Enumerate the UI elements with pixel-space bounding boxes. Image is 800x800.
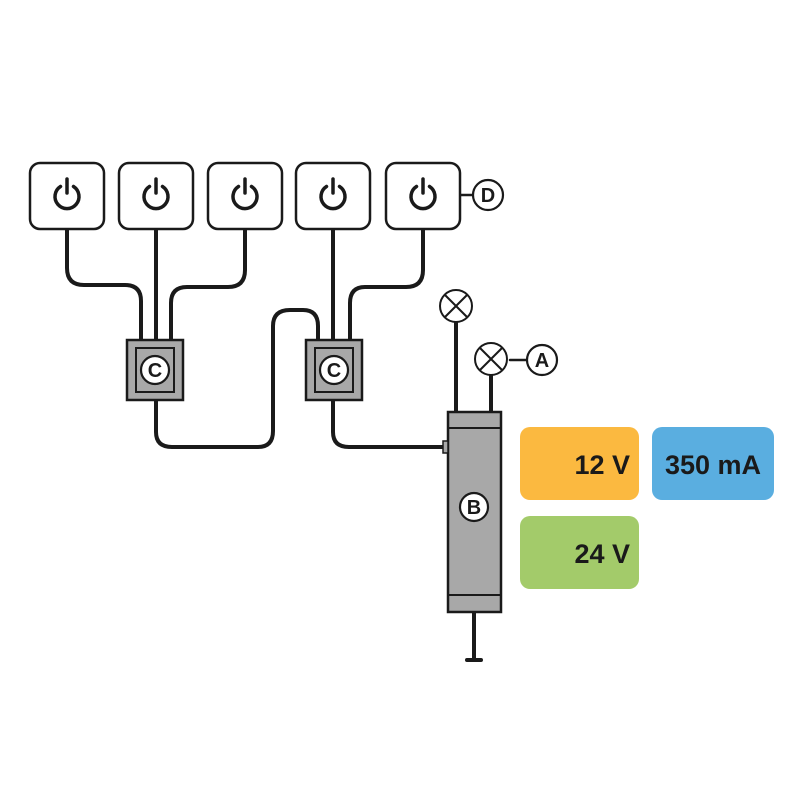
wire-switch-1 [65,227,143,342]
wire-junction-link [154,308,320,449]
spec-350ma: 350 mA [652,427,774,500]
power-icon [231,177,259,211]
wire-switch-3 [169,227,247,342]
label-b: B [467,497,481,519]
label-c-right: C [327,360,341,382]
switch-1 [28,161,106,231]
lamp-2 [474,342,508,376]
power-icon [409,177,437,211]
wire-to-driver [331,398,450,449]
junction-box-right: C [304,338,364,402]
driver-unit: B [442,410,503,614]
power-icon [319,177,347,211]
wire-switch-5 [348,227,425,342]
callout-a: A [525,343,559,377]
switch-4 [294,161,372,231]
spec-12v: 12 V [520,427,639,500]
spec-350ma-text: 350 mA [665,450,761,480]
label-c-left: C [148,360,162,382]
spec-24v-text: 24 V [574,539,630,569]
label-a: A [535,350,549,372]
switch-5 [384,161,462,231]
lamp-icon [474,342,508,376]
power-icon [142,177,170,211]
spec-12v-text: 12 V [574,450,630,480]
driver-input-terminal [442,440,449,454]
lamp-icon [439,289,473,323]
power-icon [53,177,81,211]
switch-2 [117,161,195,231]
spec-24v: 24 V [520,516,639,589]
label-d: D [481,185,495,207]
lamp-1 [439,289,473,323]
switch-3 [206,161,284,231]
callout-d: D [471,178,505,212]
junction-box-left: C [125,338,185,402]
